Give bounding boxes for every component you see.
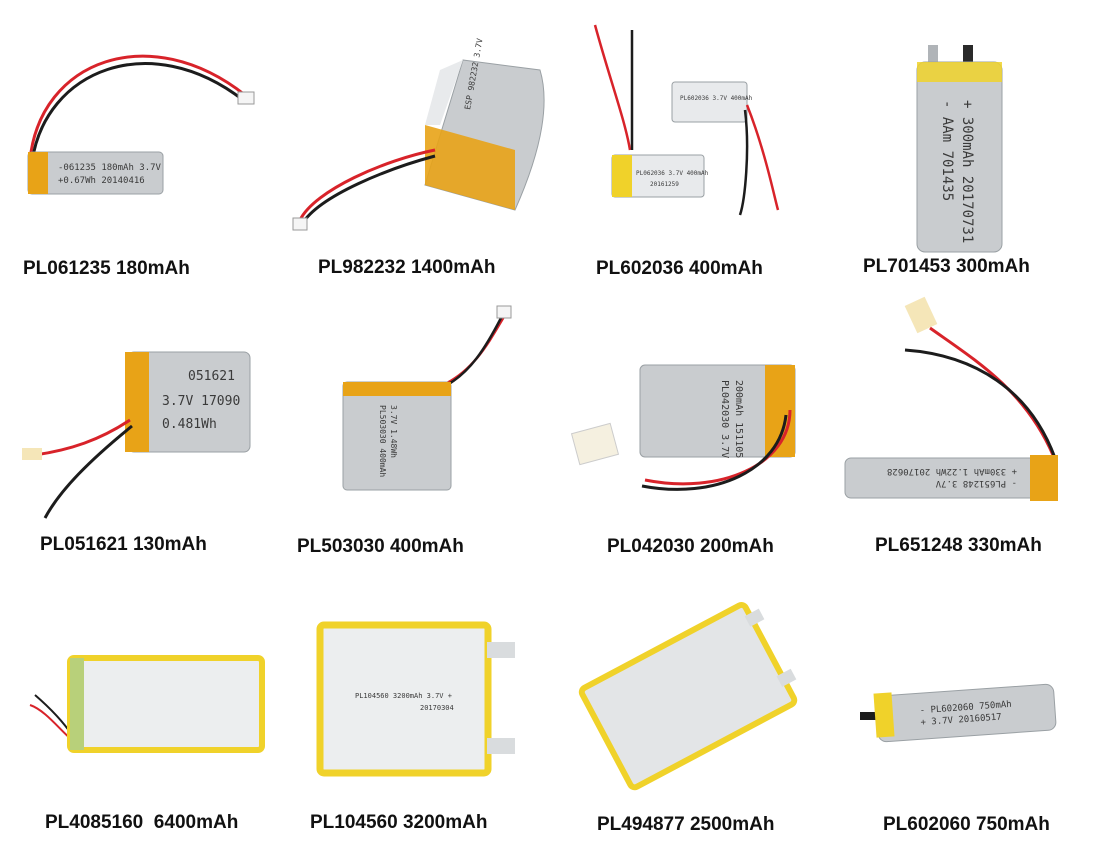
product-pl503030: PL503030 400mAh 3.7V 1.48Wh PL503030 400… xyxy=(275,290,550,570)
print-line: 051621 xyxy=(188,369,235,384)
battery-photo-pl503030: PL503030 400mAh 3.7V 1.48Wh xyxy=(342,305,512,491)
battery-photo-pl602060: - PL602060 750mAh + 3.7V 20160517 xyxy=(860,683,1057,743)
caption-pl061235: PL061235 180mAh xyxy=(23,258,190,279)
battery-photo-pl051621: 051621 3.7V 17090 0.481Wh xyxy=(22,351,251,519)
product-pl4085160: PL4085160 6400mAh xyxy=(0,570,275,843)
caption-pl982232: PL982232 1400mAh xyxy=(318,257,496,278)
caption-pl701453: PL701453 300mAh xyxy=(863,256,1030,277)
caption-pl602060: PL602060 750mAh xyxy=(883,814,1050,835)
caption-pl503030: PL503030 400mAh xyxy=(297,536,464,557)
caption-pl4085160: PL4085160 6400mAh xyxy=(45,812,239,833)
print-line: PL503030 400mAh xyxy=(378,405,387,477)
print-line: 3.7V 1.48Wh xyxy=(389,405,398,458)
product-pl051621: 051621 3.7V 17090 0.481Wh PL051621 130mA… xyxy=(0,290,275,570)
caption-pl494877: PL494877 2500mAh xyxy=(597,814,775,835)
product-pl104560: PL104560 3200mAh 3.7V + 20170304 PL10456… xyxy=(275,570,550,843)
print-line: PL602036 3.7V 400mAh xyxy=(680,95,753,102)
print-line: 20161259 xyxy=(650,181,679,188)
print-line: PL062036 3.7V 400mAh xyxy=(636,170,709,177)
product-pl602060: - PL602060 750mAh + 3.7V 20160517 PL6020… xyxy=(825,570,1100,843)
battery-photo-pl4085160 xyxy=(29,655,265,753)
print-line: + 300mAh 20170731 xyxy=(959,100,975,243)
caption-pl051621: PL051621 130mAh xyxy=(40,534,207,555)
print-line: +0.67Wh 20140416 xyxy=(58,176,145,186)
print-line: 3.7V 17090 xyxy=(162,394,240,409)
product-pl602036: PL602036 3.7V 400mAh PL062036 3.7V 400mA… xyxy=(550,0,825,290)
print-line: - AAm 701435 xyxy=(939,100,955,201)
battery-photo-pl602036: PL602036 3.7V 400mAh PL062036 3.7V 400mA… xyxy=(593,24,780,216)
product-pl701453: - AAm 701435 + 300mAh 20170731 PL701453 … xyxy=(825,0,1100,290)
print-line: PL042030 3.7V xyxy=(719,380,730,458)
product-pl651248: - PL651248 3.7V + 330mAh 1.22Wh 20170628… xyxy=(825,290,1100,570)
print-line: -061235 180mAh 3.7V xyxy=(58,163,162,173)
print-line: + 330mAh 1.22Wh 20170628 xyxy=(887,466,1017,476)
battery-photo-pl651248: - PL651248 3.7V + 330mAh 1.22Wh 20170628 xyxy=(844,296,1058,501)
caption-pl042030: PL042030 200mAh xyxy=(607,536,774,557)
battery-photo-pl982232: ESP 982232 3.7V xyxy=(292,37,545,231)
print-line: 200mAh 151105 xyxy=(733,380,744,458)
print-line: 0.481Wh xyxy=(162,417,217,432)
caption-pl651248: PL651248 330mAh xyxy=(875,535,1042,556)
battery-photo-pl104560: PL104560 3200mAh 3.7V + 20170304 xyxy=(316,621,515,777)
product-pl494877: PL494877 2500mAh xyxy=(550,570,825,843)
battery-photo-pl061235: -061235 180mAh 3.7V +0.67Wh 20140416 xyxy=(27,54,255,195)
print-line: PL104560 3200mAh 3.7V + xyxy=(355,692,452,700)
print-line: - PL651248 3.7V xyxy=(935,478,1017,488)
battery-photo-pl701453: - AAm 701435 + 300mAh 20170731 xyxy=(916,45,1003,253)
product-pl061235: -061235 180mAh 3.7V +0.67Wh 20140416 PL0… xyxy=(0,0,275,290)
caption-pl602036: PL602036 400mAh xyxy=(596,258,763,279)
print-line: 20170304 xyxy=(420,704,454,712)
battery-photo-pl042030: PL042030 3.7V 200mAh 151105 xyxy=(570,364,796,491)
caption-pl104560: PL104560 3200mAh xyxy=(310,812,488,833)
product-pl982232: ESP 982232 3.7V PL982232 1400mAh xyxy=(275,0,550,290)
product-pl042030: PL042030 3.7V 200mAh 151105 PL042030 200… xyxy=(550,290,825,570)
battery-photo-pl494877 xyxy=(578,602,798,791)
